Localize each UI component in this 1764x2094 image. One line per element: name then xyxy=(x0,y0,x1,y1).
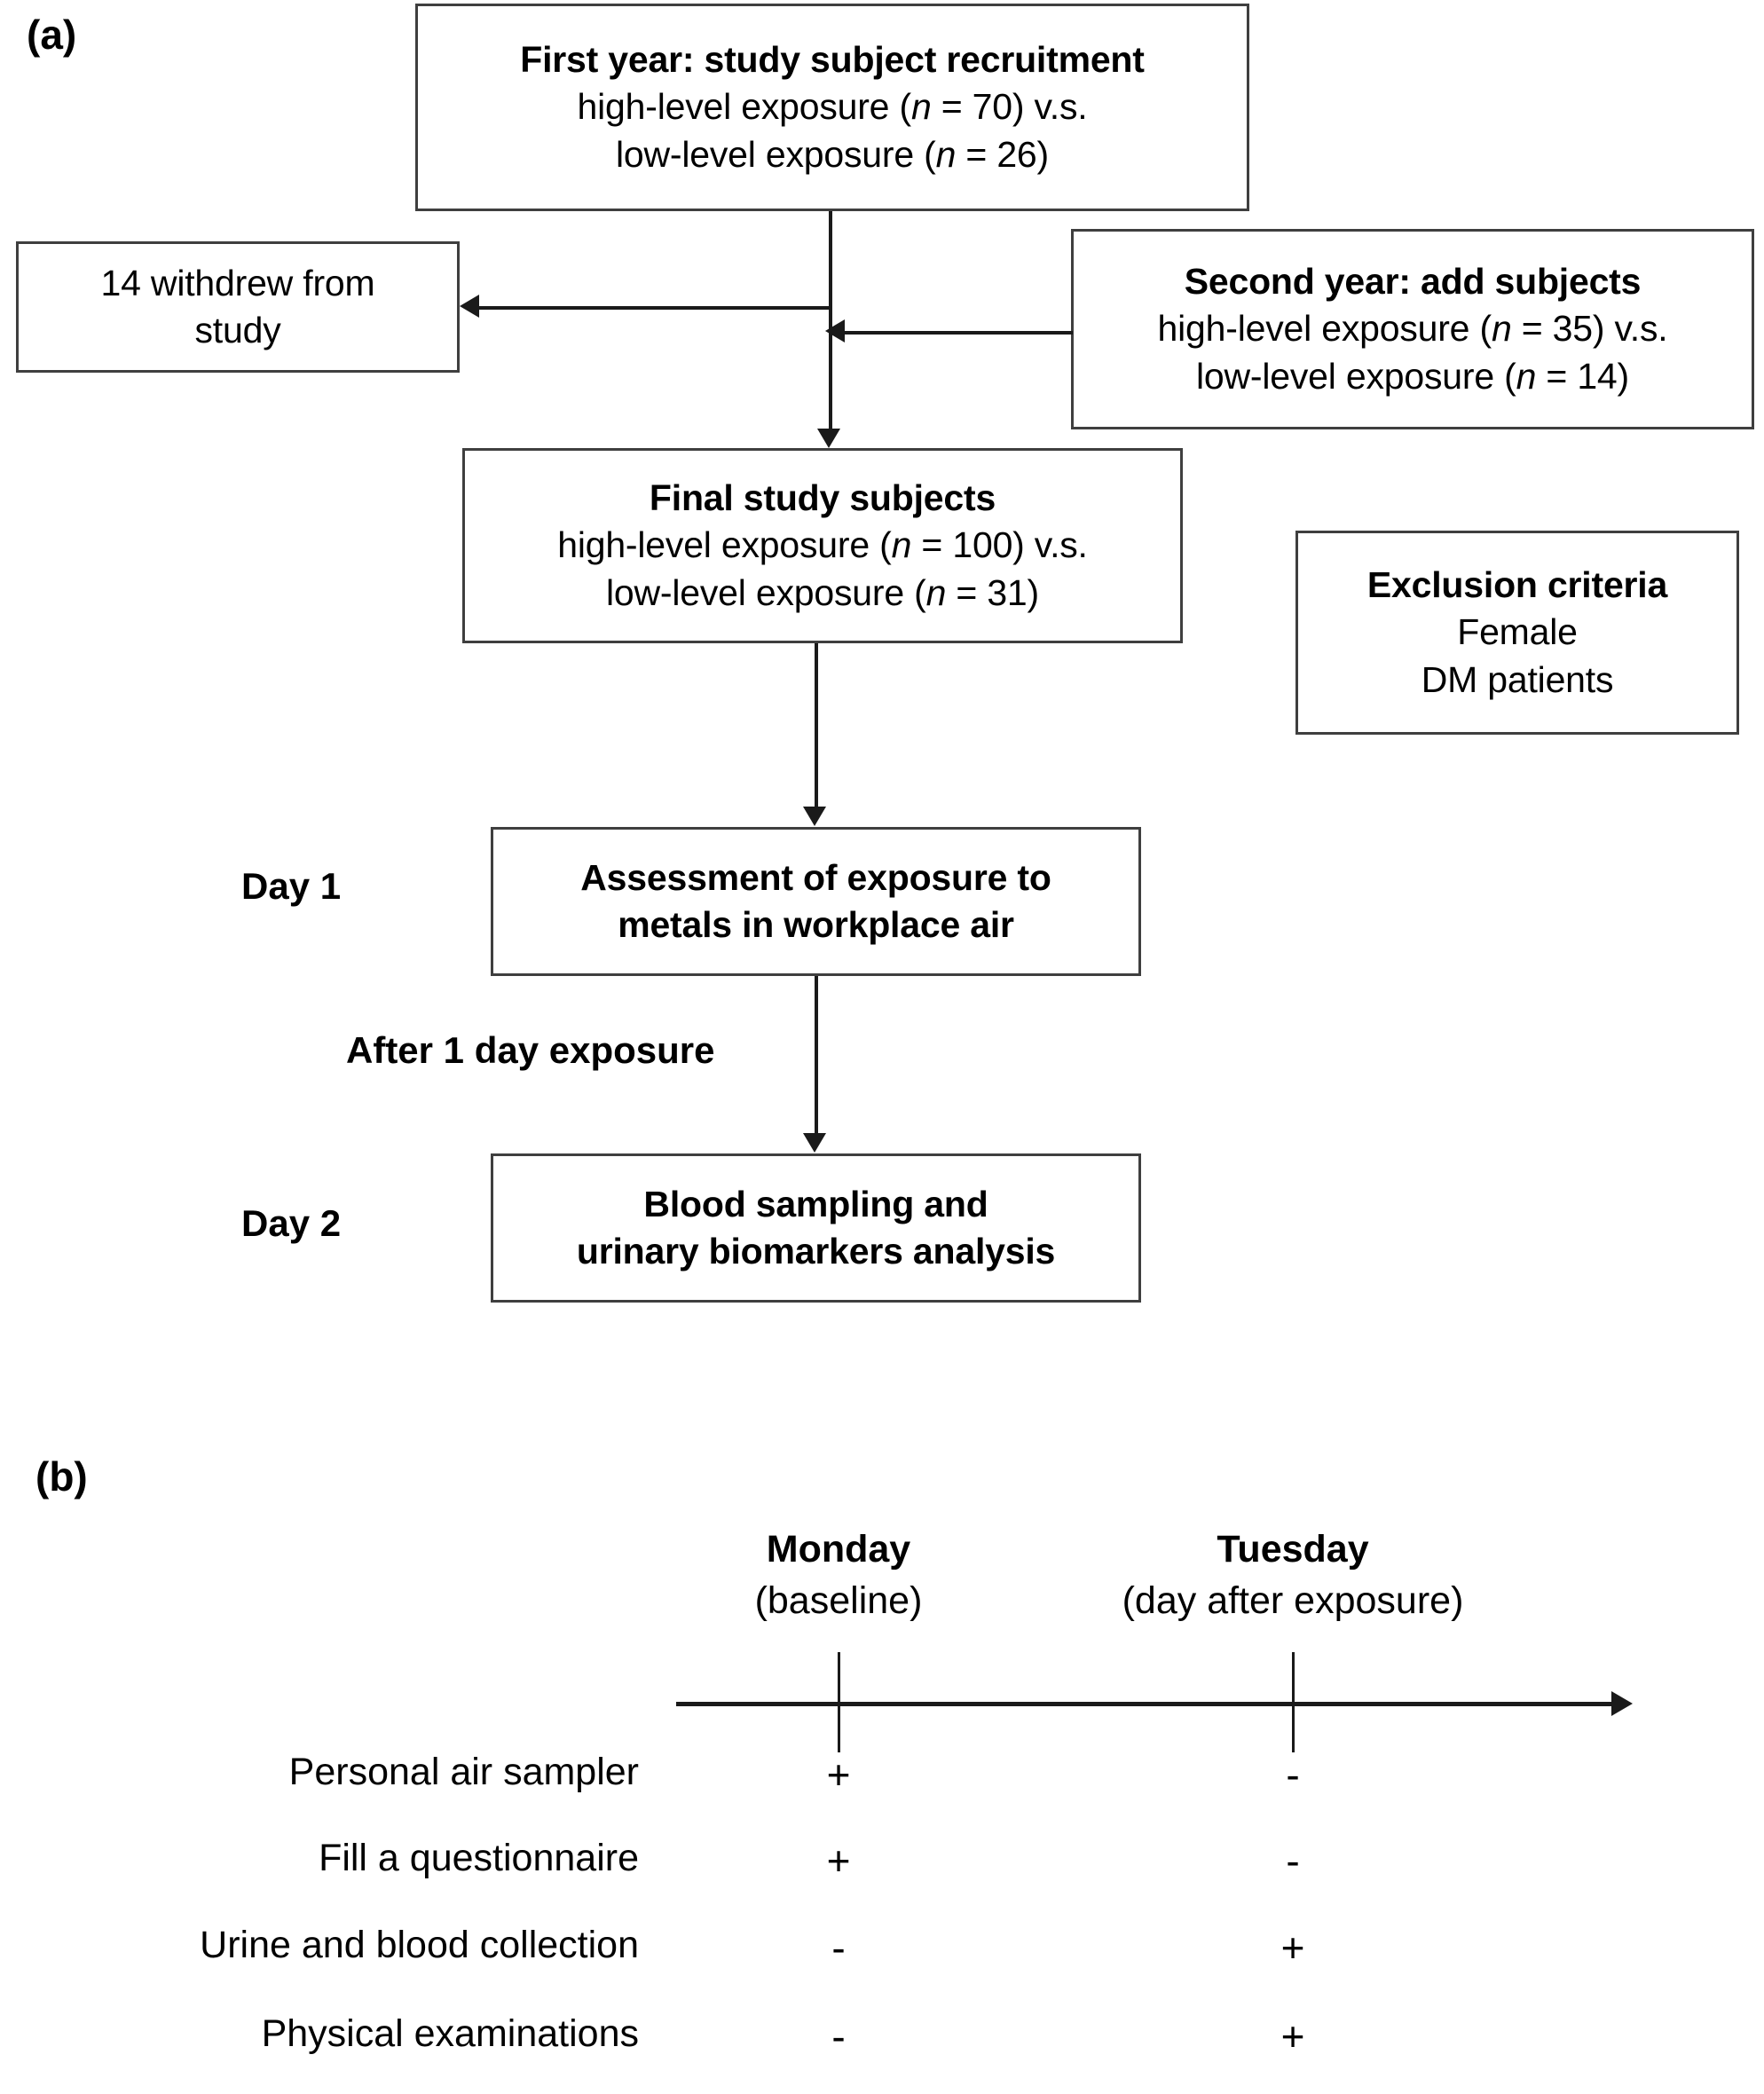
label-day-2: Day 2 xyxy=(241,1202,342,1244)
connector-withdrew-line xyxy=(479,306,831,310)
timeline-cell-3-monday: - xyxy=(831,2013,846,2059)
box-final-subjects-line2: low-level exposure (n = 31) xyxy=(605,571,1039,613)
timeline-tick-tuesday xyxy=(1292,1652,1295,1752)
box-day1-line1: Assessment of exposure to xyxy=(580,856,1051,898)
timeline-axis-line xyxy=(676,1702,1613,1706)
label-after-one-day-exposure: After 1 day exposure xyxy=(346,1029,715,1071)
box-withdrew-line1: 14 withdrew from xyxy=(100,262,375,303)
timeline-tick-monday xyxy=(838,1652,840,1752)
connector-second-year-line xyxy=(845,331,1073,335)
connector-trunk-arrowhead xyxy=(817,429,840,448)
box-withdrew: 14 withdrew from study xyxy=(16,241,460,373)
timeline-column-monday-sub: (baseline) xyxy=(754,1578,923,1622)
box-second-year-title: Second year: add subjects xyxy=(1184,261,1642,303)
timeline-row-label-3: Physical examinations xyxy=(261,2012,639,2055)
box-final-subjects-line1: high-level exposure (n = 100) v.s. xyxy=(557,524,1088,566)
connector-day1-to-day2-arrowhead xyxy=(803,1133,826,1153)
box-final-subjects: Final study subjects high-level exposure… xyxy=(462,448,1183,643)
timeline-axis-arrowhead xyxy=(1611,1691,1633,1716)
panel-b-label: (b) xyxy=(35,1453,88,1500)
box-second-year: Second year: add subjects high-level exp… xyxy=(1071,229,1754,429)
connector-withdrew-arrowhead xyxy=(460,295,479,318)
box-day1-assessment: Assessment of exposure to metals in work… xyxy=(491,827,1141,976)
connector-day1-to-day2-line xyxy=(815,976,818,1133)
box-first-year-title: First year: study subject recruitment xyxy=(520,39,1145,81)
connector-final-to-day1-arrowhead xyxy=(803,807,826,826)
box-first-year-line2: low-level exposure (n = 26) xyxy=(615,133,1049,175)
box-exclusion-line1: Female xyxy=(1457,611,1578,653)
box-exclusion-title: Exclusion criteria xyxy=(1366,564,1668,606)
timeline-cell-2-monday: - xyxy=(831,1925,846,1971)
timeline-column-tuesday-day: Tuesday xyxy=(1217,1528,1369,1570)
timeline-cell-2-tuesday: + xyxy=(1280,1925,1305,1971)
box-withdrew-line2: study xyxy=(194,310,281,350)
box-day2-sampling: Blood sampling and urinary biomarkers an… xyxy=(491,1153,1141,1303)
box-exclusion-criteria: Exclusion criteria Female DM patients xyxy=(1295,531,1739,735)
timeline-column-monday-day: Monday xyxy=(766,1528,911,1570)
timeline-cell-0-tuesday: - xyxy=(1286,1752,1300,1798)
timeline-cell-1-tuesday: - xyxy=(1286,1838,1300,1884)
timeline-row-label-0: Personal air sampler xyxy=(288,1751,639,1793)
timeline-column-tuesday: Tuesday (day after exposure) xyxy=(1044,1524,1541,1626)
connector-final-to-day1-line xyxy=(815,643,818,807)
box-day2-line1: Blood sampling and xyxy=(643,1183,988,1224)
label-day-1: Day 1 xyxy=(241,865,342,907)
timeline-column-tuesday-sub: (day after exposure) xyxy=(1122,1578,1464,1622)
timeline-cell-0-monday: + xyxy=(826,1752,851,1798)
box-day1-line2: metals in workplace air xyxy=(618,904,1014,945)
connector-second-year-arrowhead xyxy=(825,319,845,342)
timeline-row-label-2: Urine and blood collection xyxy=(200,1924,639,1966)
timeline-cell-1-monday: + xyxy=(826,1838,851,1884)
box-exclusion-line2: DM patients xyxy=(1421,658,1614,700)
timeline-column-monday: Monday (baseline) xyxy=(661,1524,1016,1626)
timeline-row-label-1: Fill a questionnaire xyxy=(319,1837,639,1879)
box-final-subjects-title: Final study subjects xyxy=(649,477,996,519)
box-second-year-line1: high-level exposure (n = 35) v.s. xyxy=(1157,308,1668,350)
timeline-cell-3-tuesday: + xyxy=(1280,2013,1305,2059)
box-second-year-line2: low-level exposure (n = 14) xyxy=(1195,355,1629,397)
box-first-year: First year: study subject recruitment hi… xyxy=(415,4,1249,211)
box-first-year-line1: high-level exposure (n = 70) v.s. xyxy=(577,86,1088,128)
box-day2-line2: urinary biomarkers analysis xyxy=(576,1231,1056,1271)
panel-a-label: (a) xyxy=(27,12,77,58)
